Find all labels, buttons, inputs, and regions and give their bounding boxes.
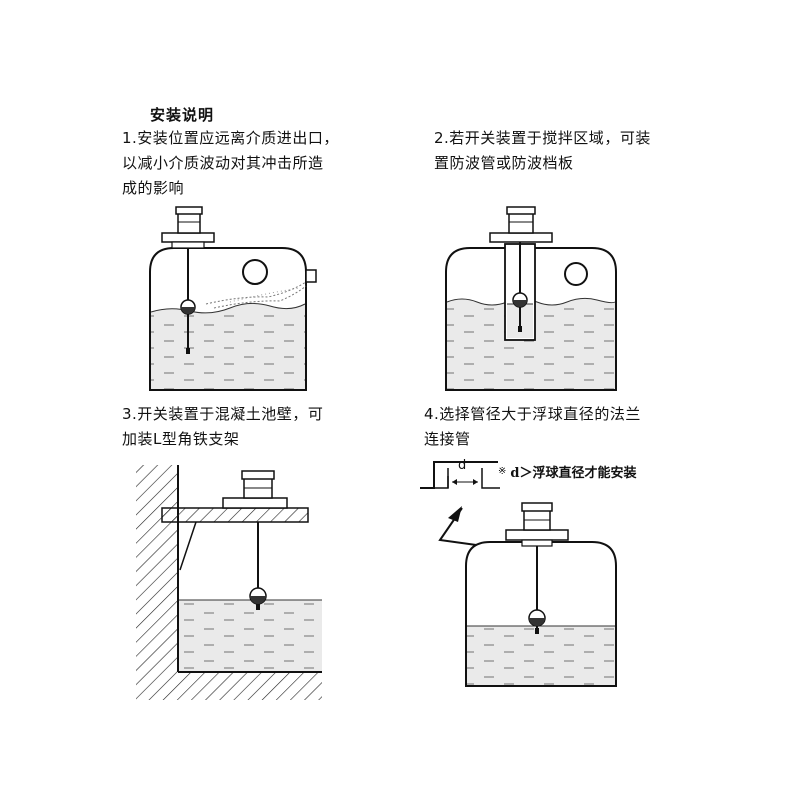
diameter-note: ※d＞浮球直径才能安装 <box>498 462 636 481</box>
step-1-caption: 1.安装位置应远离介质进出口， 以减小介质波动对其冲击所造 成的影响 <box>122 126 339 201</box>
step-3-caption: 3.开关装置于混凝土池壁，可 加装L型角铁支架 <box>122 402 323 452</box>
diagram-4-flange-pipe-detail <box>420 461 617 687</box>
note-text: d＞浮球直径才能安装 <box>510 466 637 481</box>
diagram-2-tank-stilling-well <box>445 206 617 391</box>
diagram-1-tank-inlet <box>149 206 317 391</box>
diagram-3-concrete-wall-bracket <box>136 465 322 700</box>
note-mark: ※ <box>498 466 507 477</box>
step-1-line-2: 以减小介质波动对其冲击所造 <box>122 154 324 172</box>
step-2-line-1: 2.若开关装置于搅拌区域，可装 <box>434 129 651 147</box>
step-1-line-1: 1.安装位置应远离介质进出口， <box>122 129 339 147</box>
step-3-line-1: 3.开关装置于混凝土池壁，可 <box>122 405 324 423</box>
instructions-title: 安装说明 <box>150 106 215 124</box>
step-2-line-2: 置防波管或防波档板 <box>434 154 574 172</box>
step-1-line-3: 成的影响 <box>122 179 185 197</box>
step-4-line-1: 4.选择管径大于浮球直径的法兰 <box>424 405 641 423</box>
step-2-caption: 2.若开关装置于搅拌区域，可装 置防波管或防波档板 <box>434 126 651 176</box>
step-3-line-2: 加装L型角铁支架 <box>122 430 240 448</box>
dimension-d-label: d <box>458 458 467 473</box>
step-4-caption: 4.选择管径大于浮球直径的法兰 连接管 <box>424 402 641 452</box>
step-4-line-2: 连接管 <box>424 430 471 448</box>
